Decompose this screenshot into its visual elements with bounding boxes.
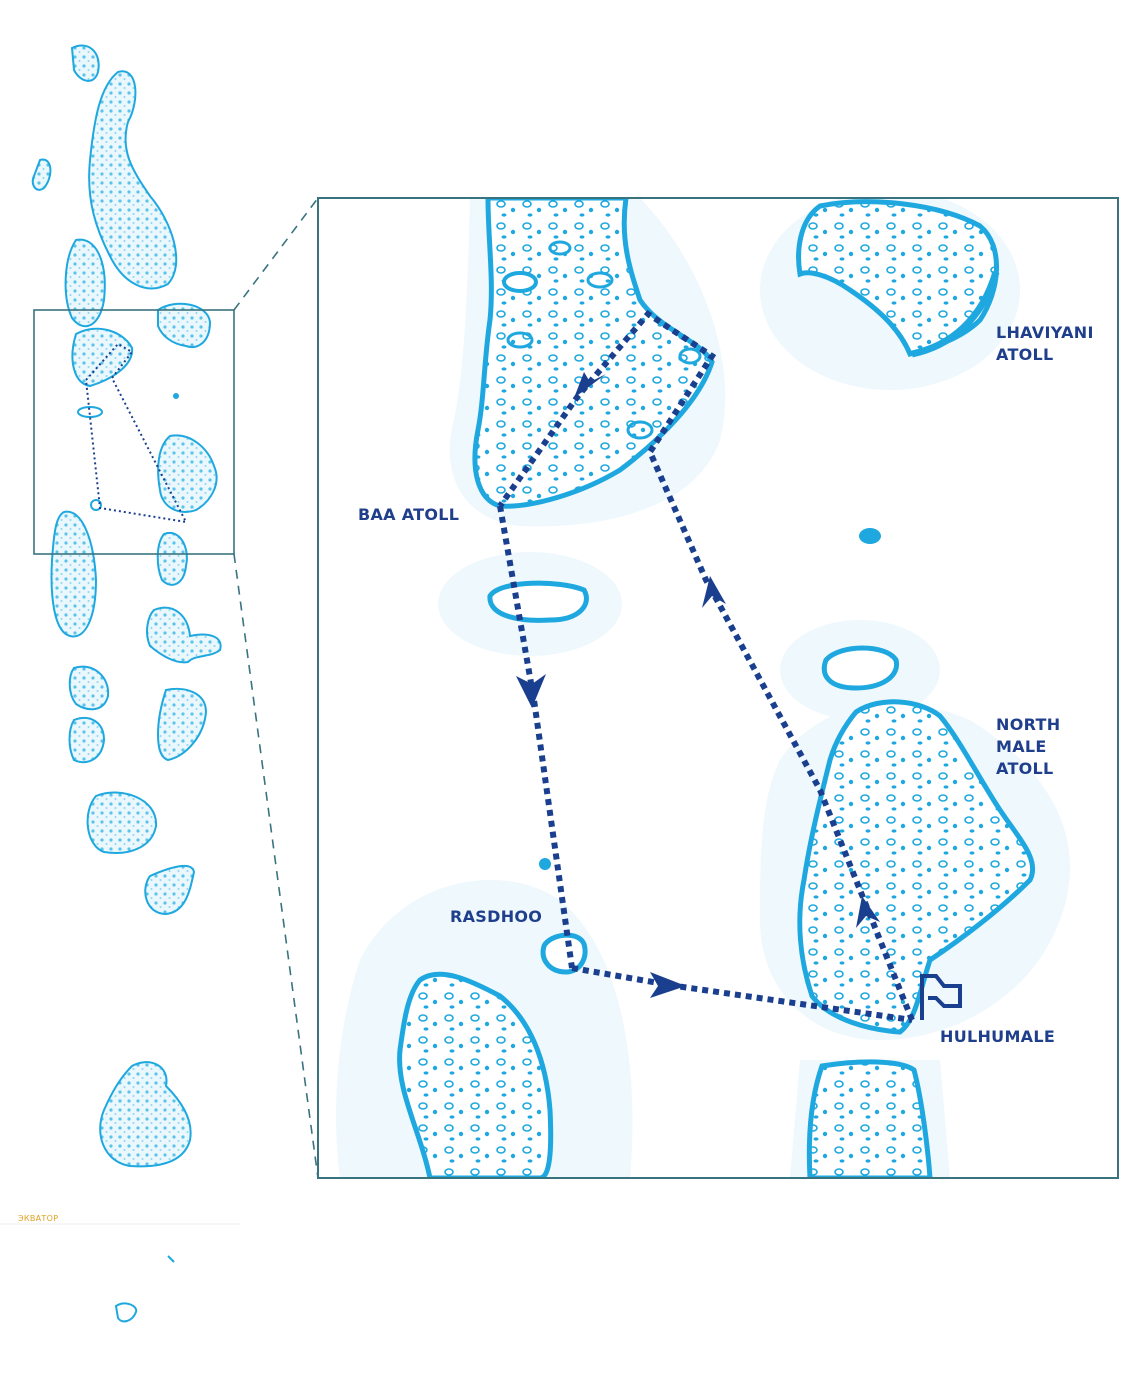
route-baa-to-rasdhoo bbox=[497, 505, 575, 969]
overview-archipelago bbox=[31, 44, 222, 1323]
equator-label: ЭКВАТОР bbox=[18, 1214, 59, 1223]
overview-atoll-dhaalu bbox=[68, 717, 106, 764]
boat-route bbox=[497, 310, 915, 1023]
overview-route bbox=[85, 342, 188, 524]
arrowhead-icon bbox=[702, 576, 726, 608]
baa-atoll-label: BAA ATOLL bbox=[358, 505, 460, 524]
arrowhead-icon bbox=[650, 972, 686, 998]
north-male-label: NORTH MALE ATOLL bbox=[996, 714, 1060, 780]
overview-atoll-noonu bbox=[64, 238, 106, 328]
north-male-label-line1: NORTH bbox=[996, 715, 1061, 734]
overview-atoll-north-male bbox=[157, 434, 218, 513]
hulhumale-label: HULHUMALE bbox=[940, 1027, 1056, 1046]
overview-islet bbox=[173, 393, 179, 399]
lhaviyani-label-line1: LHAVIYANI bbox=[996, 323, 1094, 342]
overview-atoll-baa bbox=[71, 327, 134, 388]
zoom-connector-bottom bbox=[233, 553, 319, 1179]
overview-atoll-north bbox=[88, 70, 178, 290]
route-hulhumale-to-baa bbox=[497, 310, 915, 1022]
overview-atoll-felidhoo bbox=[146, 606, 222, 664]
overview-atoll-addu bbox=[114, 1302, 138, 1323]
arrowhead-icon bbox=[574, 372, 606, 398]
gaafaru-atoll bbox=[822, 645, 900, 691]
overview-atoll-faafu bbox=[68, 665, 110, 711]
overview-atoll-haa bbox=[70, 44, 100, 82]
detail-panel bbox=[317, 197, 1119, 1179]
lhaviyani-label: LHAVIYANI ATOLL bbox=[996, 322, 1094, 366]
islet-north-rasdhoo bbox=[539, 858, 551, 870]
overview-atoll-west-small bbox=[31, 158, 52, 191]
ari-atoll bbox=[397, 971, 554, 1178]
overview-atoll-south-male bbox=[156, 531, 188, 586]
north-male-label-line3: ATOLL bbox=[996, 759, 1054, 778]
route-arrows bbox=[516, 372, 880, 998]
north-male-atoll bbox=[797, 699, 1036, 1035]
flag-icon bbox=[920, 974, 962, 1020]
zoom-connector-top bbox=[233, 197, 319, 311]
overview-atoll-lhaviyani bbox=[157, 302, 212, 348]
overview-zoom-frame bbox=[33, 309, 235, 555]
overview-atoll-thaa bbox=[86, 791, 158, 854]
overview-atoll-goidhoo bbox=[77, 406, 103, 418]
lhaviyani-label-line2: ATOLL bbox=[996, 345, 1054, 364]
overview-atoll-meemu bbox=[157, 687, 208, 762]
goidhoo-atoll bbox=[487, 580, 589, 623]
route-rasdhoo-to-hulhumale bbox=[571, 965, 913, 1023]
overview-atoll-huvadhu bbox=[99, 1061, 192, 1168]
overview-islet-fuvahmulah bbox=[167, 1255, 175, 1263]
rasdhoo-atoll bbox=[540, 932, 588, 975]
south-male-atoll bbox=[806, 1059, 933, 1178]
arrowhead-icon bbox=[856, 896, 880, 928]
islet bbox=[859, 528, 881, 544]
north-male-label-line2: MALE bbox=[996, 737, 1047, 756]
detail-frame bbox=[317, 197, 1119, 1179]
arrowhead-icon bbox=[516, 674, 546, 708]
overview-atoll-ari bbox=[50, 510, 98, 638]
overview-atoll-laamu bbox=[144, 864, 196, 916]
rasdhoo-label: RASDHOO bbox=[450, 907, 543, 926]
